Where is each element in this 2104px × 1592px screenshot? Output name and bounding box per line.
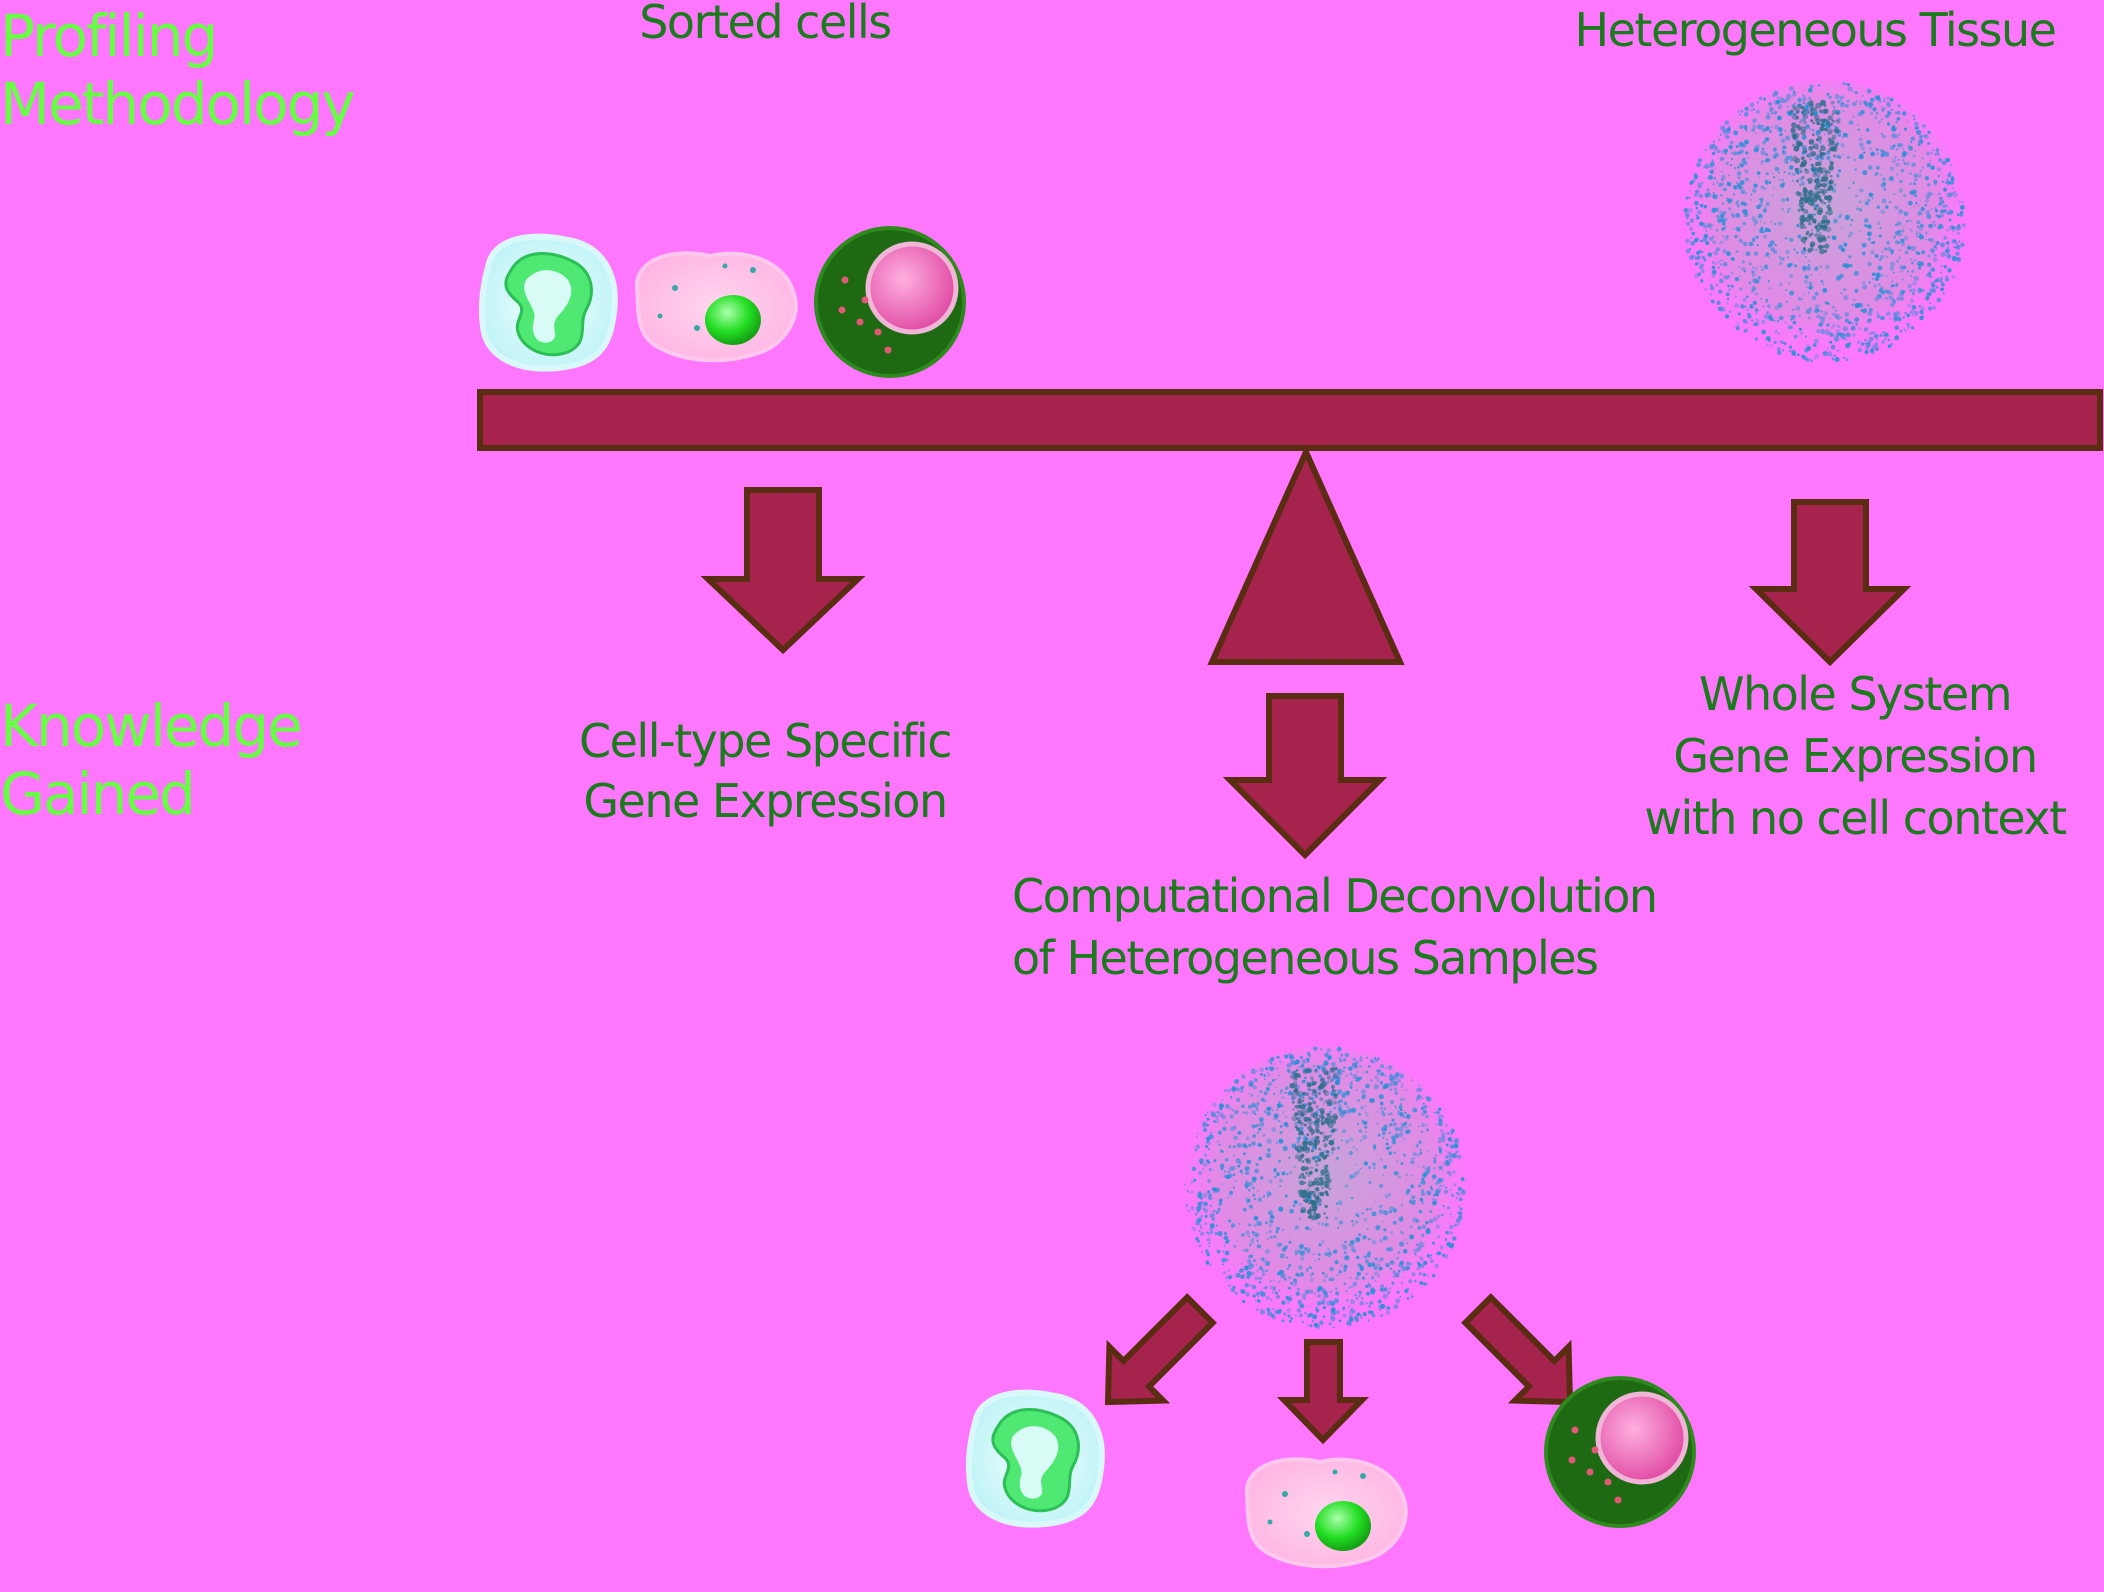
arrow-to-neutrophil [1104, 1293, 1217, 1406]
balance-beam [477, 389, 2103, 451]
whole-system-line2: Gene Expression [1673, 729, 2036, 783]
whole-system-line1: Whole System [1699, 667, 2011, 721]
tissue-sphere-icon [1183, 1046, 1467, 1330]
lymphocyte-cell-icon [1546, 1378, 1694, 1526]
fulcrum-triangle [1207, 444, 1405, 665]
profiling-label-line2: Methodology [0, 70, 354, 138]
epithelial-cell-icon [1244, 1457, 1408, 1569]
whole-system-line3: with no cell context [1644, 791, 2066, 845]
arrow-to-epithelial [1276, 1339, 1370, 1445]
heterogeneous-tissue-label: Heterogeneous Tissue [1575, 3, 2056, 57]
cell-type-specific-line1: Cell-type Specific [579, 714, 951, 768]
lymphocyte-cell-icon [816, 228, 964, 376]
arrow-down-right [1748, 499, 1912, 667]
deconvolution-line1: Computational Deconvolution [1012, 869, 1657, 923]
cell-type-specific-line2: Gene Expression [583, 774, 946, 828]
profiling-label-line1: Profiling [0, 2, 216, 70]
sorted-cells-label: Sorted cells [639, 0, 891, 49]
deconvolution-line2: of Heterogeneous Samples [1012, 931, 1598, 985]
neutrophil-cell-icon [482, 237, 615, 369]
arrow-down-left [700, 487, 866, 655]
arrow-down-center [1222, 693, 1388, 860]
tissue-sphere-icon [1683, 80, 1967, 364]
knowledge-label-line2: Gained [0, 760, 194, 828]
arrow-to-lymphocyte [1461, 1293, 1574, 1406]
epithelial-cell-icon [634, 251, 798, 363]
neutrophil-cell-icon [969, 1393, 1102, 1525]
knowledge-label-line1: Knowledge [0, 692, 301, 760]
